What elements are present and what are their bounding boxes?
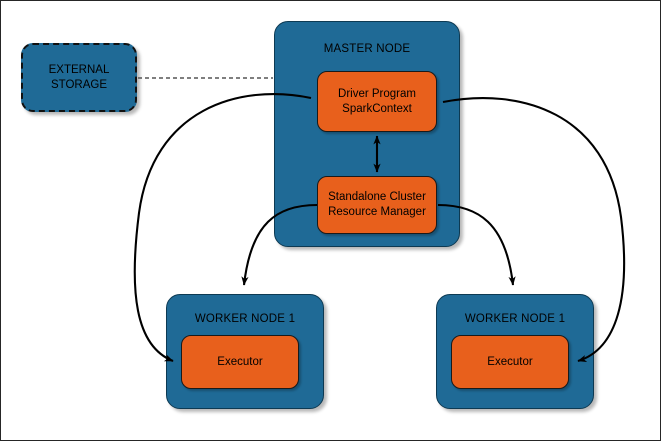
worker-node-1-title: WORKER NODE 1 xyxy=(194,313,296,325)
worker-node-2-title: WORKER NODE 1 xyxy=(464,313,566,325)
master-node-title: MASTER NODE xyxy=(323,43,411,55)
cluster-resource-manager-box[interactable]: Standalone Cluster Resource Manager xyxy=(317,176,437,234)
worker-node-1-executor-box[interactable]: Executor xyxy=(181,335,299,389)
external-storage-label: EXTERNAL STORAGE xyxy=(48,63,110,91)
worker-node-2-executor-box[interactable]: Executor xyxy=(451,335,569,389)
driver-program-box[interactable]: Driver Program SparkContext xyxy=(317,71,437,132)
external-storage-node[interactable]: EXTERNAL STORAGE xyxy=(21,43,137,112)
